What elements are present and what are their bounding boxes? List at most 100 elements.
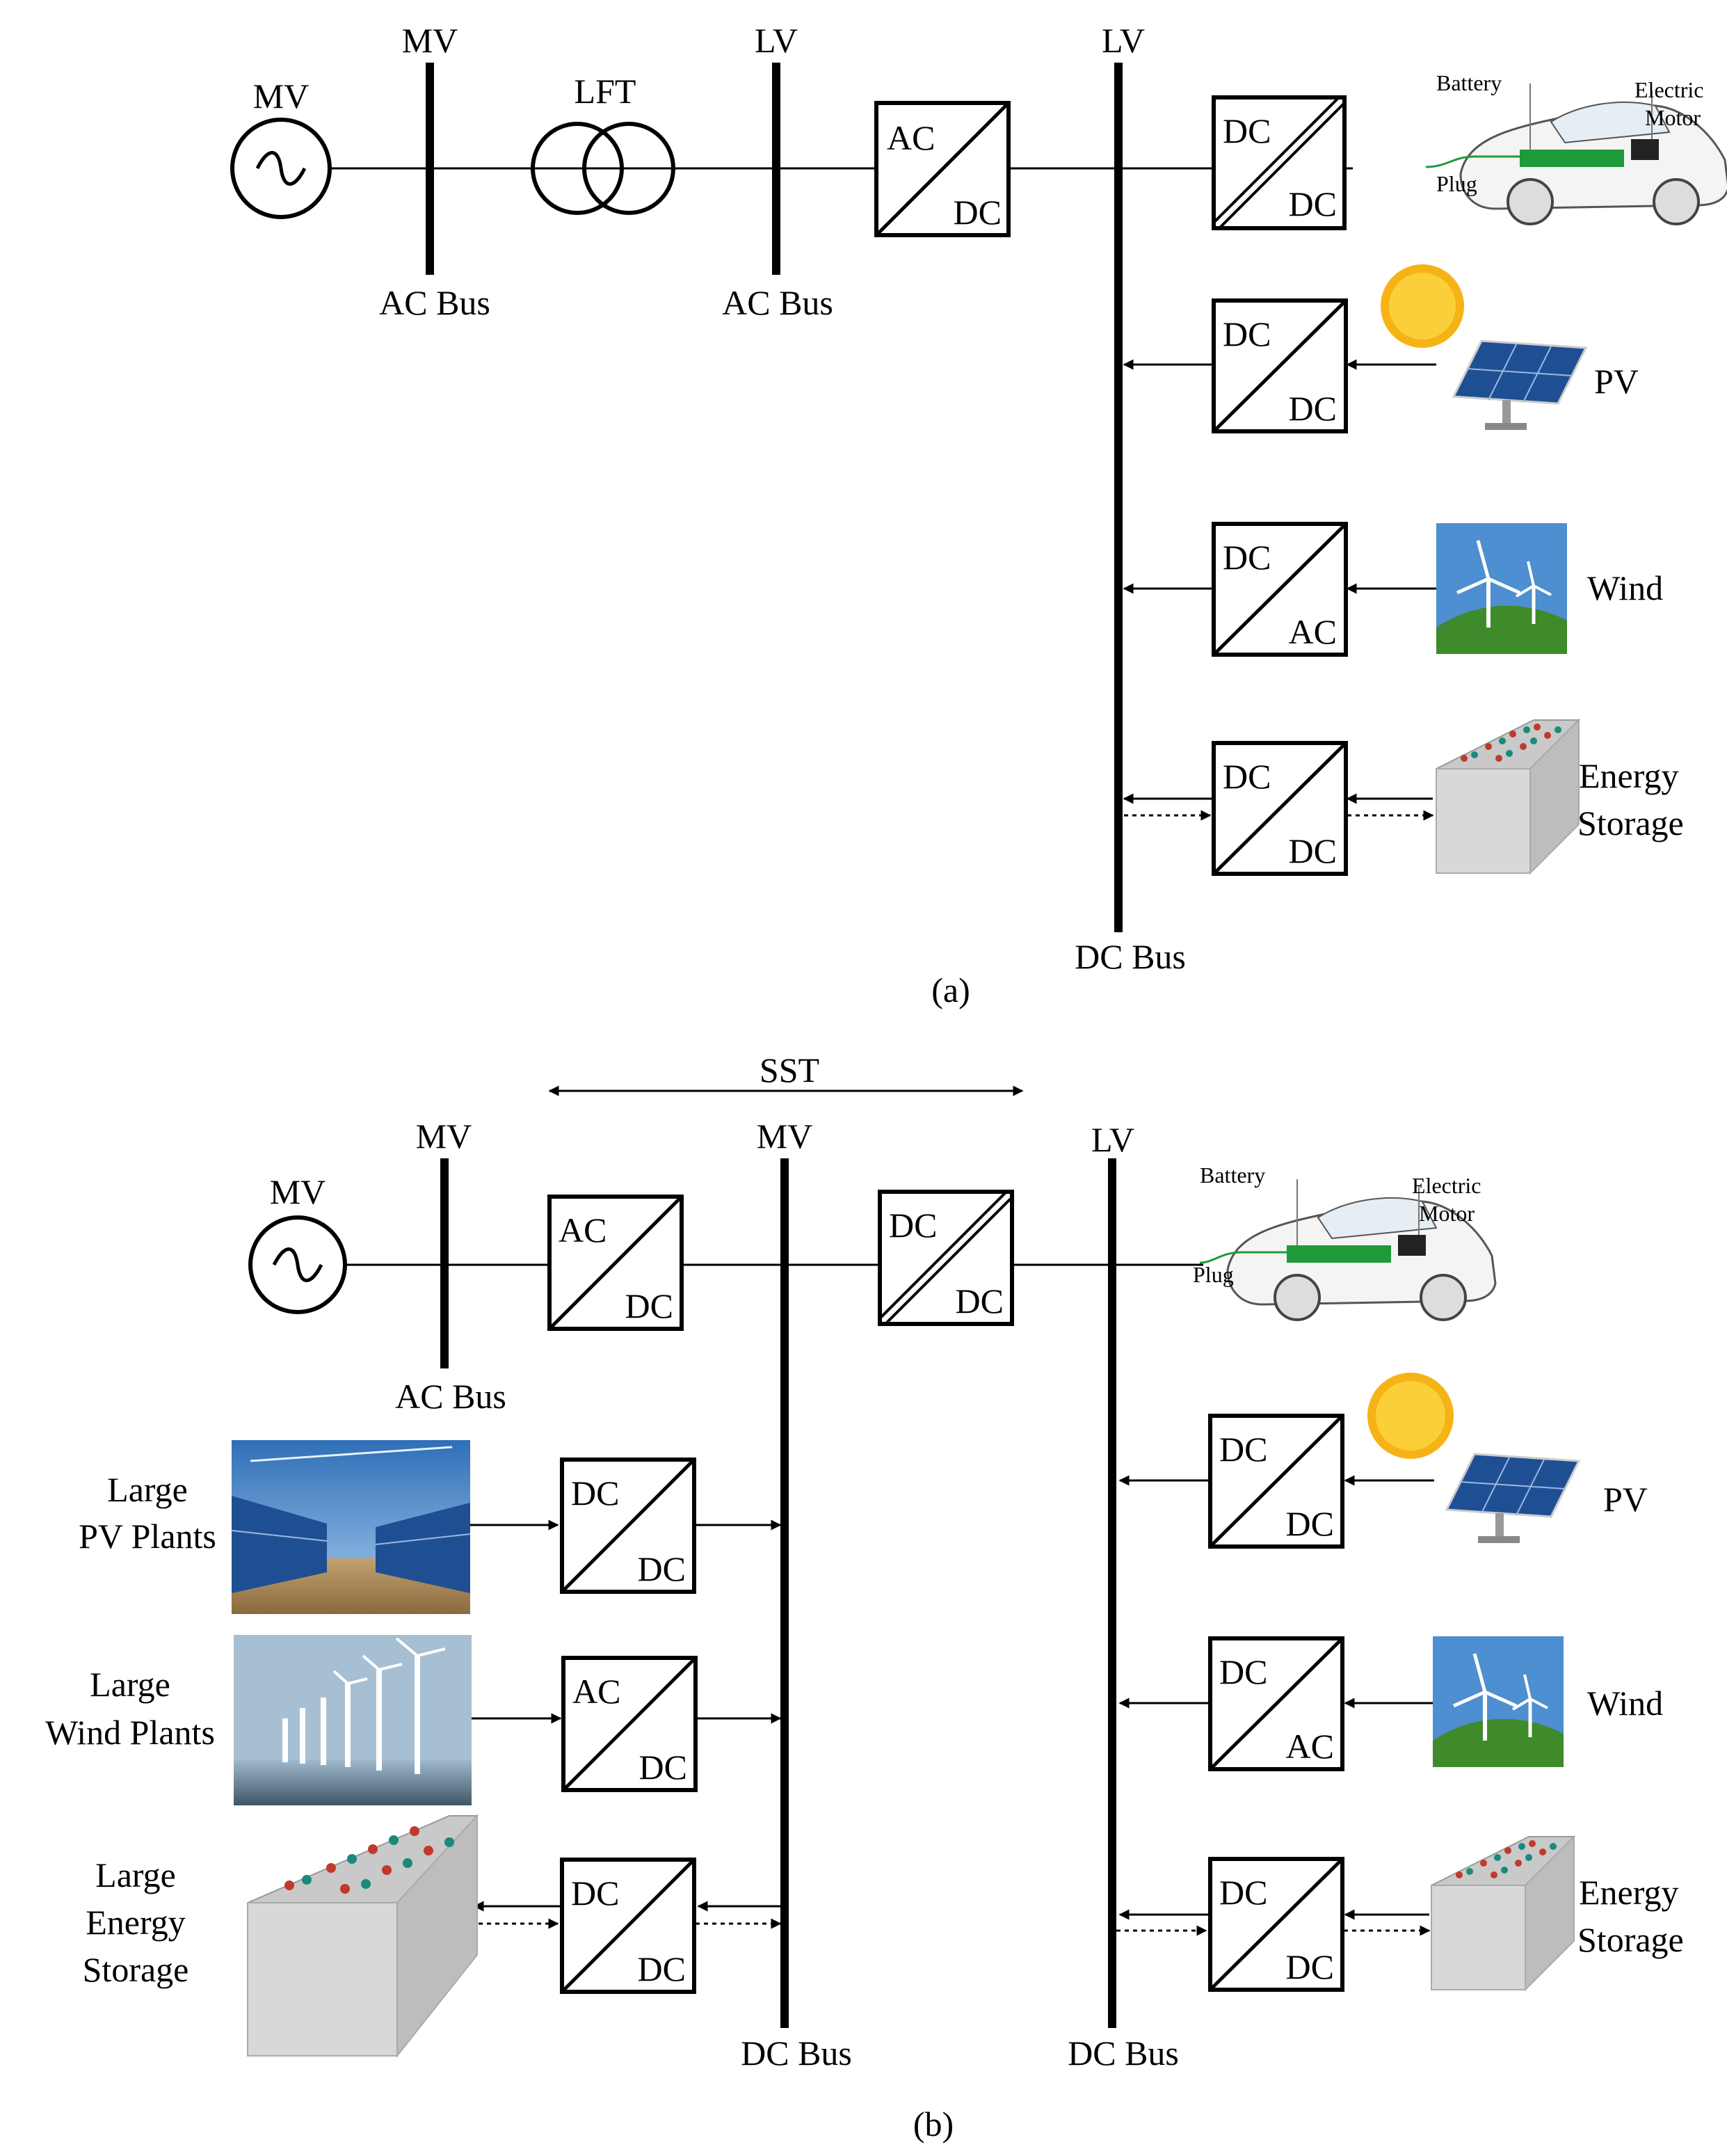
- large-es-label-3: Storage: [83, 1950, 189, 1989]
- ev-battery-label: Battery: [1200, 1163, 1265, 1188]
- converter-top-label: DC: [1223, 757, 1271, 796]
- ev-motor-label-2: Motor: [1419, 1201, 1475, 1226]
- panel-a: MV MV AC Bus LFT LV AC Bus AC DC: [230, 21, 1727, 1009]
- source-label: MV: [270, 1172, 326, 1211]
- lft-transformer: LFT: [531, 72, 675, 215]
- bus-mv-ac-a: MV AC Bus: [379, 21, 490, 322]
- bus-top-label: LV: [1102, 21, 1145, 60]
- converter-bottom-label: AC: [1286, 1727, 1334, 1766]
- converter-es-b: DC DC: [1208, 1857, 1344, 1992]
- solar-panel-icon: [1445, 1453, 1581, 1543]
- ev-battery-label: Battery: [1436, 70, 1502, 95]
- wind-label: Wind: [1587, 568, 1663, 607]
- source-label: MV: [253, 77, 310, 115]
- converter-large-wind: AC DC: [561, 1656, 698, 1792]
- converter-wind-a: DC AC: [1212, 522, 1348, 657]
- converter-dcdc-sst-b: DC DC: [878, 1190, 1014, 1326]
- converter-bottom-label: DC: [639, 1748, 687, 1787]
- bus-bottom-label: AC Bus: [722, 283, 833, 322]
- converter-top-label: DC: [889, 1206, 937, 1245]
- converter-acdc-b: AC DC: [547, 1195, 684, 1331]
- ac-source-b: MV: [248, 1172, 347, 1314]
- bus-bottom-label: AC Bus: [395, 1377, 506, 1416]
- converter-acdc-a: AC DC: [874, 101, 1011, 237]
- sun-icon: [1381, 264, 1464, 348]
- bus-top-label: MV: [416, 1117, 472, 1156]
- wind-turbine-icon: [1436, 523, 1567, 654]
- electric-vehicle-b: Battery Electric Motor Plug: [1193, 1163, 1497, 1321]
- large-wind-label-1: Large: [90, 1665, 170, 1704]
- bus-lv-dc-b: LV DC Bus: [1068, 1120, 1179, 2073]
- converter-top-label: AC: [572, 1672, 620, 1711]
- converter-ev-a: DC DC: [1212, 95, 1347, 230]
- converter-bottom-label: DC: [1286, 1504, 1334, 1543]
- bus-top-label: MV: [402, 21, 458, 60]
- converter-bottom-label: DC: [1289, 831, 1337, 870]
- converter-bottom-label: DC: [1286, 1947, 1334, 1986]
- bus-bottom-label: DC Bus: [1068, 2034, 1179, 2073]
- wind-label: Wind: [1587, 1684, 1663, 1723]
- ev-motor-label-1: Electric: [1634, 77, 1703, 102]
- solar-panel-icon: [1452, 340, 1588, 430]
- ev-motor-label-1: Electric: [1412, 1173, 1481, 1198]
- converter-bottom-label: DC: [625, 1286, 673, 1325]
- converter-bottom-label: DC: [956, 1281, 1004, 1320]
- converter-bottom-label: DC: [954, 193, 1002, 232]
- bus-top-label: MV: [757, 1117, 813, 1156]
- converter-top-label: DC: [1219, 1873, 1267, 1912]
- es-label-1: Energy: [1579, 1873, 1678, 1912]
- pv-label: PV: [1603, 1480, 1648, 1519]
- converter-bottom-label: AC: [1289, 612, 1337, 651]
- bus-lv-ac-a: LV AC Bus: [722, 21, 833, 322]
- converter-es-a: DC DC: [1212, 741, 1348, 876]
- sst-label: SST: [760, 1051, 819, 1089]
- bus-top-label: LV: [755, 21, 798, 60]
- bus-mv-dc-b: MV DC Bus: [741, 1117, 852, 2073]
- large-wind-plant-image: [234, 1635, 472, 1805]
- converter-top-label: DC: [1219, 1652, 1267, 1691]
- panel-b: SST MV MV AC Bus AC DC MV DC Bus: [45, 1051, 1684, 2143]
- converter-top-label: DC: [571, 1474, 619, 1512]
- es-label-2: Storage: [1577, 804, 1684, 843]
- converter-bottom-label: DC: [638, 1549, 686, 1588]
- converter-pv-b: DC DC: [1208, 1414, 1344, 1549]
- bus-bottom-label: DC Bus: [741, 2034, 852, 2073]
- bus-bottom-label: DC Bus: [1075, 937, 1186, 976]
- converter-top-label: AC: [559, 1211, 607, 1249]
- bus-lv-dc-a: LV DC Bus: [1075, 21, 1186, 976]
- ev-motor-label-2: Motor: [1645, 105, 1701, 130]
- ac-source-a: MV: [230, 77, 332, 219]
- transformer-label: LFT: [575, 72, 636, 111]
- converter-large-pv: DC DC: [560, 1458, 696, 1594]
- converter-top-label: DC: [1223, 314, 1271, 353]
- converter-wind-b: DC AC: [1208, 1636, 1344, 1771]
- converter-top-label: DC: [1223, 538, 1271, 577]
- large-battery-bank-icon: [247, 1814, 479, 2058]
- converter-top-label: AC: [887, 118, 935, 157]
- large-pv-label-1: Large: [107, 1470, 188, 1509]
- battery-bank-icon: [1436, 718, 1581, 875]
- converter-bottom-label: DC: [638, 1949, 686, 1988]
- large-es-label-1: Large: [95, 1855, 176, 1894]
- bus-mv-ac-b: MV AC Bus: [395, 1117, 506, 1416]
- sun-icon: [1367, 1373, 1454, 1459]
- es-label-1: Energy: [1579, 756, 1678, 795]
- converter-top-label: DC: [1223, 111, 1271, 150]
- caption-a: (a): [931, 971, 970, 1009]
- large-wind-label-2: Wind Plants: [45, 1713, 215, 1752]
- pv-label: PV: [1594, 362, 1639, 401]
- es-label-2: Storage: [1577, 1920, 1684, 1959]
- converter-top-label: DC: [571, 1874, 619, 1913]
- converter-bottom-label: DC: [1289, 184, 1337, 223]
- battery-bank-icon: [1431, 1835, 1576, 1992]
- converter-pv-a: DC DC: [1212, 298, 1348, 433]
- converter-large-es: DC DC: [560, 1858, 696, 1994]
- ev-plug-label: Plug: [1193, 1262, 1234, 1287]
- bus-bottom-label: AC Bus: [379, 283, 490, 322]
- large-es-label-2: Energy: [86, 1903, 185, 1942]
- converter-top-label: DC: [1219, 1430, 1267, 1469]
- wind-turbine-icon: [1433, 1636, 1564, 1767]
- bus-top-label: LV: [1091, 1120, 1134, 1159]
- converter-bottom-label: DC: [1289, 389, 1337, 428]
